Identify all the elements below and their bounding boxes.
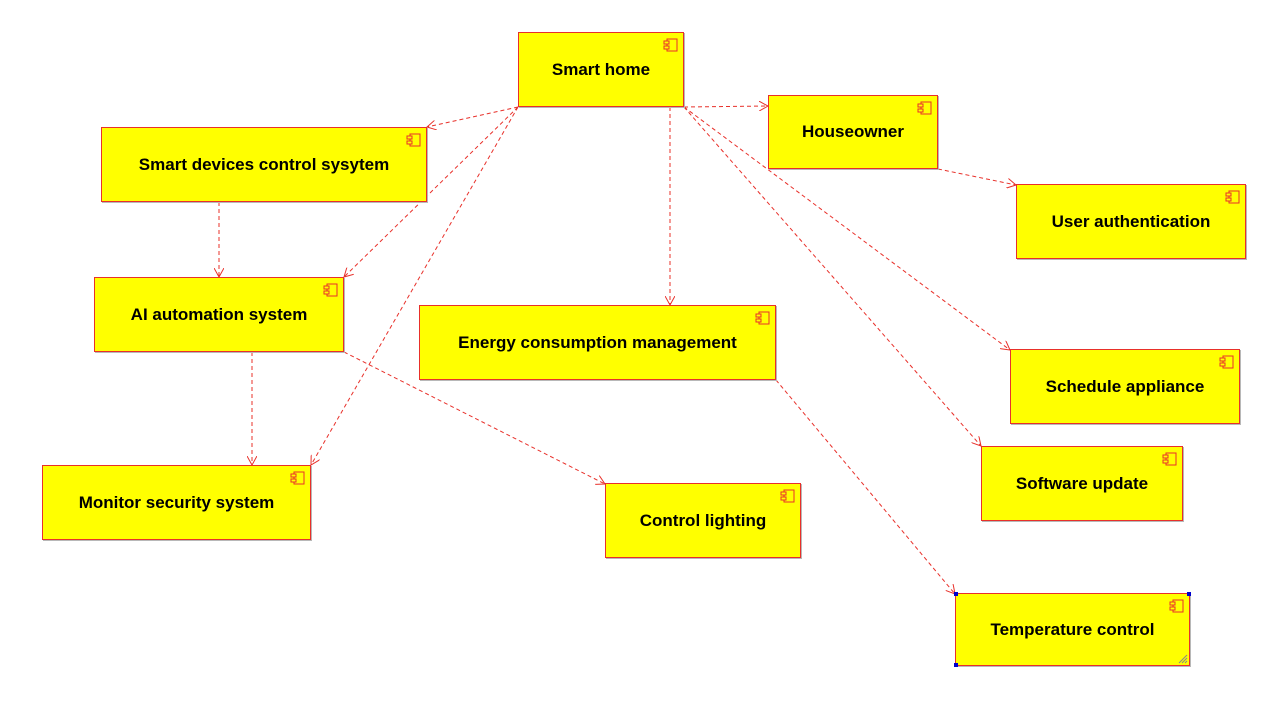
node-label: AI automation system	[130, 304, 308, 324]
dependency-smart-home-to-ai-automation[interactable]	[344, 106, 519, 277]
node-label: Monitor security system	[78, 492, 275, 512]
node-software-update[interactable]: Software update	[981, 446, 1183, 521]
dependency-energy-to-temperature[interactable]	[775, 379, 955, 594]
component-icon	[1169, 599, 1184, 613]
component-icon	[663, 38, 678, 52]
selection-handle[interactable]	[954, 592, 958, 596]
component-icon	[1162, 452, 1177, 466]
dependency-houseowner-to-user-auth[interactable]	[937, 168, 1016, 185]
component-icon	[290, 471, 305, 485]
node-label: Energy consumption management	[458, 332, 737, 352]
node-temperature[interactable]: Temperature control	[954, 592, 1191, 667]
component-icon	[1225, 190, 1240, 204]
resize-grip-icon[interactable]	[1177, 653, 1188, 664]
component-icon	[1219, 355, 1234, 369]
node-label: Schedule appliance	[1045, 376, 1205, 396]
node-monitor-security[interactable]: Monitor security system	[42, 465, 311, 540]
dependency-smart-home-to-software-update[interactable]	[683, 106, 981, 446]
node-ai-automation[interactable]: AI automation system	[94, 277, 344, 352]
dependency-smart-home-to-monitor-security[interactable]	[311, 106, 519, 465]
dependency-smart-home-to-smart-devices[interactable]	[427, 106, 519, 127]
node-schedule[interactable]: Schedule appliance	[1010, 349, 1240, 424]
node-label: Smart devices control sysytem	[138, 154, 390, 174]
node-user-auth[interactable]: User authentication	[1016, 184, 1246, 259]
node-energy[interactable]: Energy consumption management	[419, 305, 776, 380]
component-icon	[323, 283, 338, 297]
node-smart-home[interactable]: Smart home	[518, 32, 684, 107]
node-houseowner[interactable]: Houseowner	[768, 95, 938, 169]
node-label: Smart home	[551, 59, 651, 79]
selection-handle[interactable]	[954, 663, 958, 667]
node-label: Software update	[1015, 473, 1149, 493]
dependency-smart-home-to-houseowner[interactable]	[683, 106, 768, 107]
component-icon	[780, 489, 795, 503]
component-icon	[917, 101, 932, 115]
dependency-smart-home-to-schedule[interactable]	[683, 106, 1010, 350]
node-control-lighting[interactable]: Control lighting	[605, 483, 801, 558]
node-label: Houseowner	[801, 122, 905, 141]
selection-handle[interactable]	[1187, 592, 1191, 596]
node-smart-devices[interactable]: Smart devices control sysytem	[101, 127, 427, 202]
node-label: Control lighting	[639, 510, 767, 530]
component-icon	[406, 133, 421, 147]
component-icon	[755, 311, 770, 325]
node-label: Temperature control	[990, 619, 1155, 639]
node-label: User authentication	[1051, 211, 1211, 231]
